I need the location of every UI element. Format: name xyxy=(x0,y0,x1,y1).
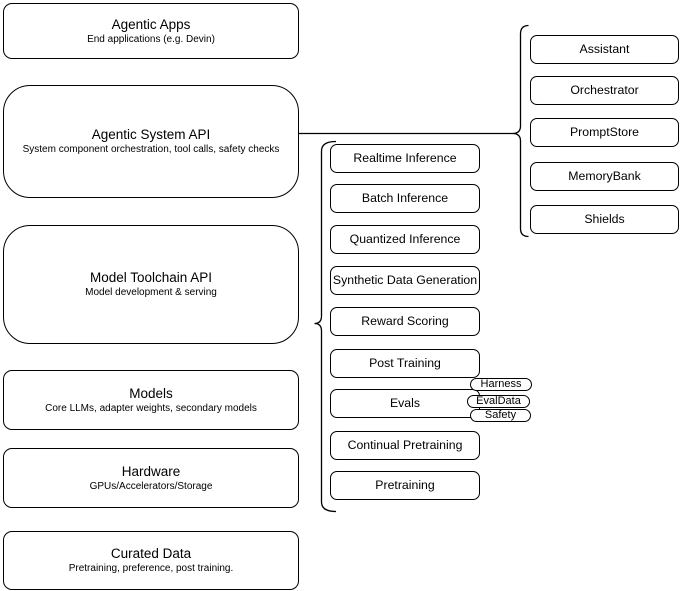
node-title: Hardware xyxy=(121,463,181,479)
node-assistant: Assistant xyxy=(530,35,679,64)
node-memorybank: MemoryBank xyxy=(530,162,679,191)
node-label: Batch Inference xyxy=(361,191,449,205)
node-subtitle: System component orchestration, tool cal… xyxy=(22,144,280,155)
toolchain-group-brace xyxy=(314,140,337,513)
node-title: Models xyxy=(129,385,173,401)
node-label: Assistant xyxy=(579,42,630,56)
node-title: Curated Data xyxy=(110,546,192,561)
node-realtime-inference: Realtime Inference xyxy=(330,144,480,173)
node-label: Post Training xyxy=(369,356,441,370)
node-post-training: Post Training xyxy=(330,349,480,378)
node-pretraining: Pretraining xyxy=(330,471,480,500)
node-subtitle: End applications (e.g. Devin) xyxy=(87,33,215,45)
tag-safety: Safety xyxy=(470,409,531,422)
tag-harness: Harness xyxy=(470,378,532,391)
node-hardware: Hardware GPUs/Accelerators/Storage xyxy=(3,448,299,508)
node-label: Evals xyxy=(389,396,421,410)
node-label: PromptStore xyxy=(569,125,640,139)
node-label: Pretraining xyxy=(375,478,435,492)
node-shields: Shields xyxy=(530,205,679,234)
tag-evaldata: EvalData xyxy=(467,395,530,408)
node-quantized-inference: Quantized Inference xyxy=(330,225,480,254)
node-subtitle: Core LLMs, adapter weights, secondary mo… xyxy=(45,402,257,414)
node-subtitle: Model development & serving xyxy=(85,287,217,298)
node-agentic-apps: Agentic Apps End applications (e.g. Devi… xyxy=(3,3,299,59)
tag-label: Harness xyxy=(480,378,522,390)
node-promptstore: PromptStore xyxy=(530,118,679,147)
node-title: Agentic System API xyxy=(91,127,211,142)
node-label: Shields xyxy=(584,212,625,226)
node-models: Models Core LLMs, adapter weights, secon… xyxy=(3,370,299,430)
node-label: Quantized Inference xyxy=(349,232,461,246)
node-curated-data: Curated Data Pretraining, preference, po… xyxy=(3,531,299,590)
tag-label: Safety xyxy=(484,409,517,421)
node-model-toolchain-api: Model Toolchain API Model development & … xyxy=(3,225,299,344)
node-synthetic-data-generation: Synthetic Data Generation xyxy=(330,266,480,295)
system-components-brace xyxy=(512,24,529,238)
node-label: Synthetic Data Generation xyxy=(332,273,478,287)
node-title: Agentic Apps xyxy=(111,16,191,32)
node-orchestrator: Orchestrator xyxy=(530,76,679,105)
node-title: Model Toolchain API xyxy=(89,270,213,285)
node-label: Continual Pretraining xyxy=(347,438,463,452)
tag-label: EvalData xyxy=(476,395,521,407)
node-label: Orchestrator xyxy=(570,83,639,97)
node-label: MemoryBank xyxy=(568,169,641,183)
node-reward-scoring: Reward Scoring xyxy=(330,307,480,336)
node-subtitle: Pretraining, preference, post training. xyxy=(68,563,234,574)
node-subtitle: GPUs/Accelerators/Storage xyxy=(89,480,213,492)
node-agentic-system-api: Agentic System API System component orch… xyxy=(3,85,299,198)
node-continual-pretraining: Continual Pretraining xyxy=(330,431,480,460)
node-batch-inference: Batch Inference xyxy=(330,184,480,213)
node-label: Reward Scoring xyxy=(361,314,449,328)
node-label: Realtime Inference xyxy=(353,151,457,165)
node-evals: Evals xyxy=(330,389,480,418)
